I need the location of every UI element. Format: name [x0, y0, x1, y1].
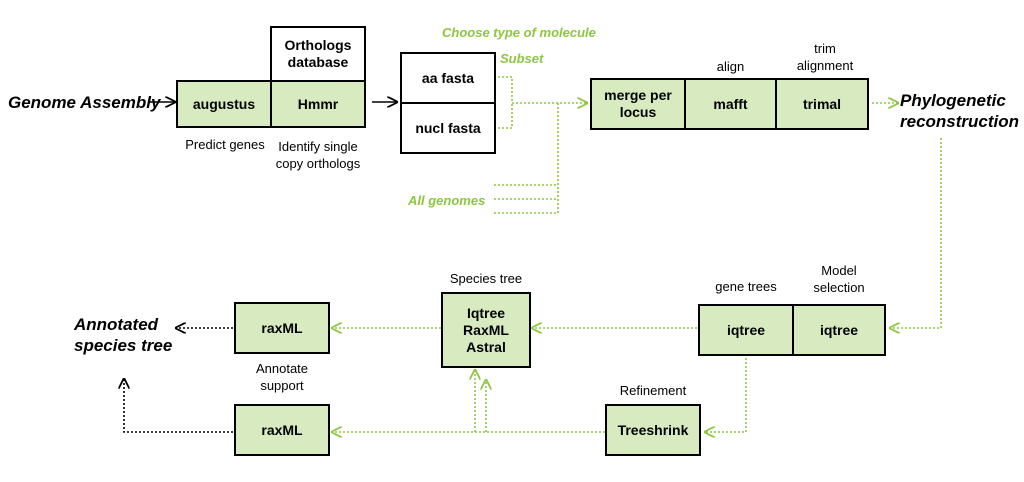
gene-trees-label: gene trees	[715, 279, 777, 294]
hmmr-box[interactable]: Hmmr	[270, 80, 366, 128]
iqtree-gene-trees-box[interactable]: iqtree	[698, 304, 794, 356]
align-label: align	[716, 59, 745, 74]
aa-fasta-box[interactable]: aa fasta	[400, 52, 496, 104]
annotated-species-tree-label: Annotated species tree	[74, 315, 173, 355]
raxml-bottom-box[interactable]: raxML	[234, 404, 330, 456]
nucl-fasta-box[interactable]: nucl fasta	[400, 102, 496, 154]
identify-orthologs-label: Identify single copy orthologs	[275, 139, 361, 171]
trim-alignment-label: trim alignment	[796, 41, 854, 73]
iqtree-model-box[interactable]: iqtree	[792, 304, 886, 356]
subset-label: Subset	[500, 51, 544, 66]
predict-genes-label: Predict genes	[185, 137, 265, 152]
species-tree-label: Species tree	[449, 271, 523, 286]
choose-molecule-label: Choose type of molecule	[442, 25, 596, 40]
all-genomes-label: All genomes	[408, 193, 486, 208]
phylogenetic-reconstruction-label: Phylogenetic reconstruction	[900, 91, 1020, 131]
arrow-iqtree-to-treeshrink	[705, 358, 747, 432]
augustus-box[interactable]: augustus	[176, 80, 272, 128]
model-selection-label: Model selection	[813, 263, 865, 295]
raxml-top-box[interactable]: raxML	[234, 302, 330, 354]
connector-nucl-fasta	[494, 103, 513, 129]
trimal-box[interactable]: trimal	[775, 78, 869, 130]
treeshrink-box[interactable]: Treeshrink	[605, 404, 701, 456]
orthologs-database-box[interactable]: Orthologs database	[270, 26, 366, 82]
arrow-phylo-to-iqtree	[890, 138, 942, 328]
refinement-label: Refinement	[619, 383, 687, 398]
arrow-bottom-raxml-to-annotated	[124, 379, 233, 433]
species-tree-box[interactable]: Iqtree RaxML Astral	[441, 292, 531, 368]
annotate-support-label: Annotate support	[255, 361, 309, 393]
genome-assembly-label: Genome Assembly	[8, 93, 161, 112]
connector-aa-fasta	[494, 76, 513, 103]
merge-per-locus-box[interactable]: merge per locus	[590, 78, 686, 130]
mafft-box[interactable]: mafft	[684, 78, 777, 130]
